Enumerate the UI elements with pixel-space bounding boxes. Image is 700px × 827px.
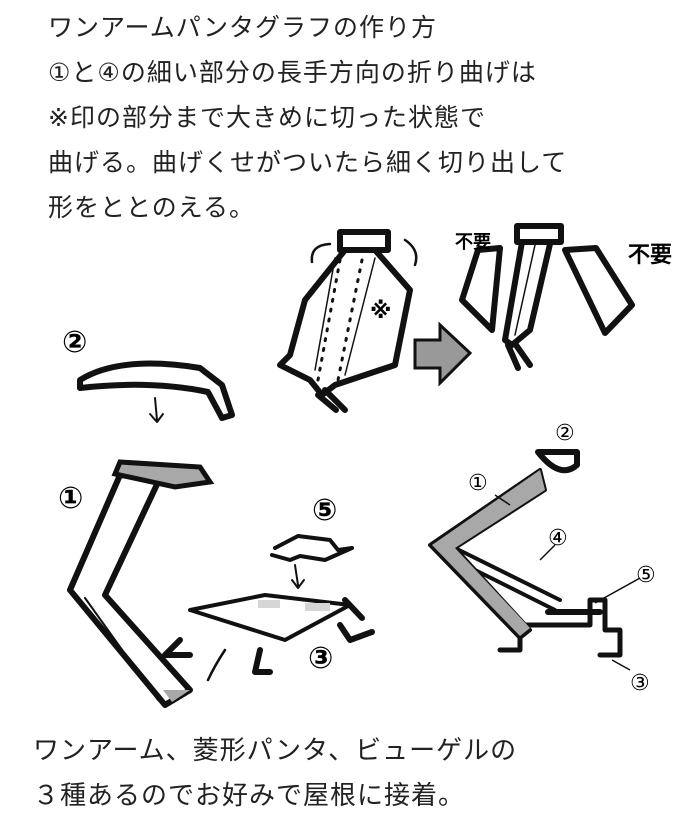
label-unneeded-left: 不要 (455, 232, 491, 253)
instruction-line: 曲げる。曲げくせがついたら細く切り出して (48, 148, 568, 177)
base-mark (305, 603, 330, 611)
instruction-line: 形をととのえる。 (48, 193, 256, 222)
label-assembled-part-2: ② (555, 421, 575, 446)
part-1-foot (163, 690, 190, 702)
footer-line: ワンアーム、菱形パンタ、ビューゲルの (33, 736, 518, 766)
label-assembled-part-5: ⑤ (636, 563, 656, 588)
footer-line: ３種あるのでお好みで屋根に接着。 (33, 781, 466, 811)
label-part-5: ⑤ (312, 493, 337, 528)
folding-sheet-drawing (277, 229, 418, 413)
label-part-1: ① (58, 481, 83, 516)
part-5-drawing (270, 534, 354, 589)
part-1-top-plate (111, 459, 215, 490)
arrow-right-icon (413, 321, 473, 387)
part-2-drawing (77, 360, 235, 423)
label-assembled-part-4: ④ (548, 526, 568, 551)
assembled-arm-fill (432, 470, 545, 636)
cut-pieces-drawing (459, 223, 635, 371)
label-unneeded-right: 不要 (628, 243, 672, 268)
instruction-line: ※印の部分まで大きめに切った状態で (48, 103, 486, 132)
base-mark (258, 600, 280, 608)
label-assembled-part-3: ③ (630, 671, 650, 696)
part-3-drawing (162, 593, 375, 682)
label-assembled-part-1: ① (468, 471, 488, 496)
part-1-drawing (67, 472, 193, 708)
label-mark: ※ (370, 299, 391, 324)
title: ワンアームパンタグラフの作り方 (48, 13, 438, 42)
label-part-2: ② (62, 325, 87, 360)
label-part-3: ③ (308, 641, 333, 676)
instruction-line: ①と④の細い部分の長手方向の折り曲げは (48, 58, 537, 87)
